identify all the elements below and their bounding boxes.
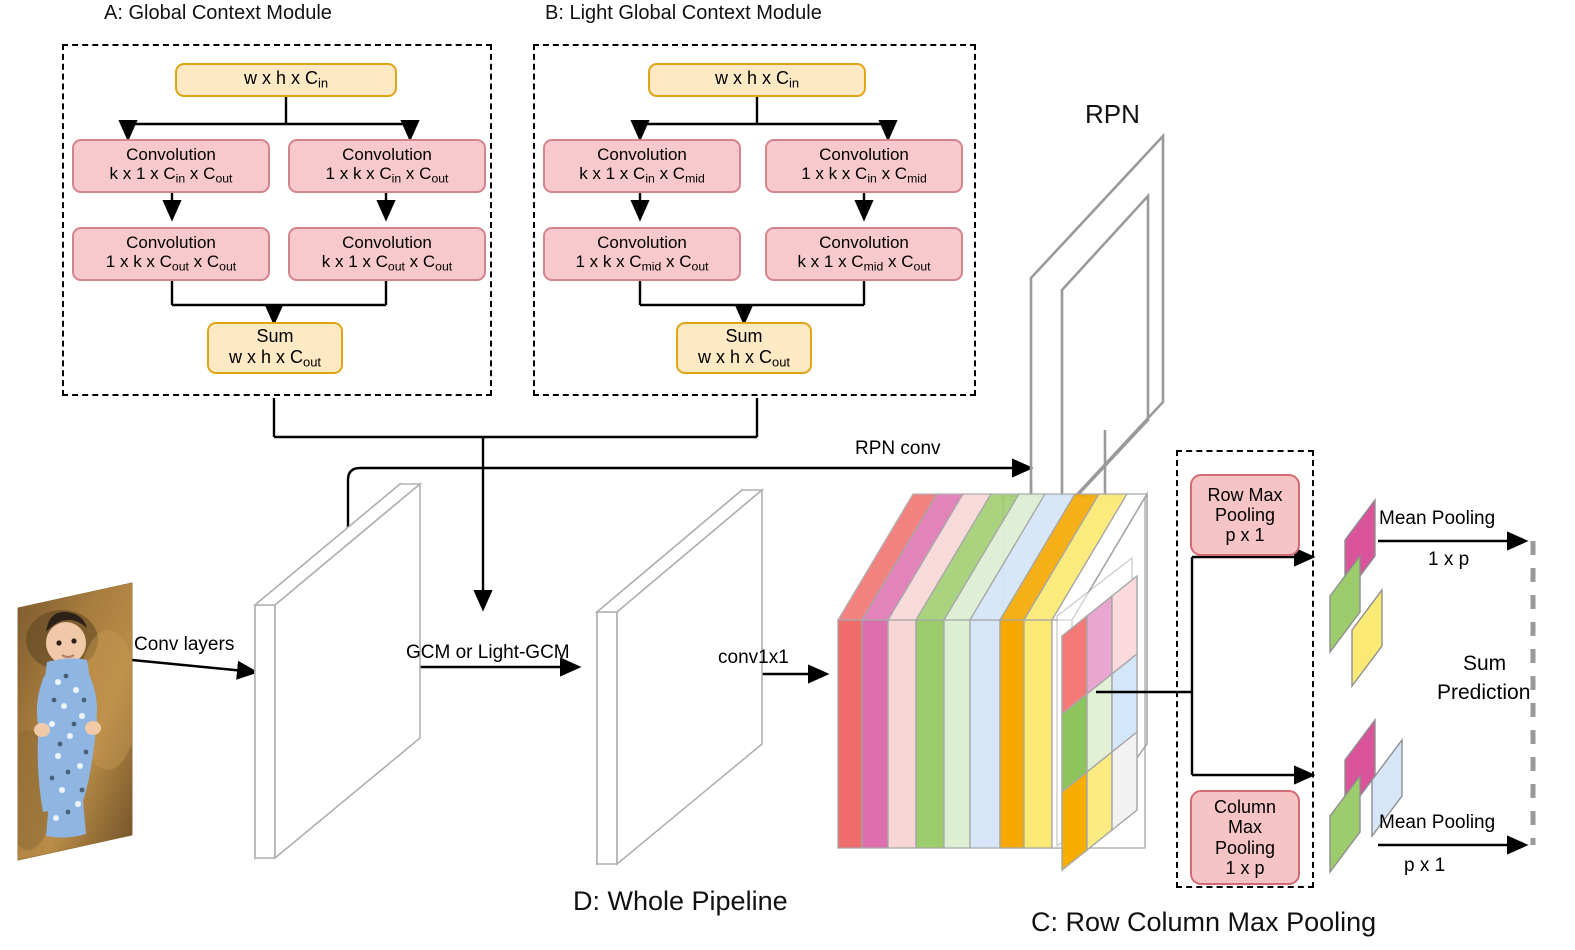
conv-title: Convolution: [126, 145, 216, 165]
panel-c-title: C: Row Column Max Pooling: [1031, 907, 1377, 937]
conv-title: Convolution: [819, 145, 909, 165]
panel-b-connectors: [630, 95, 898, 326]
conv-shape-a: k x 1 x C: [321, 252, 388, 272]
conv-shape-a: 1 x k x C: [801, 164, 868, 184]
col-max-pooling-line1: Column: [1213, 797, 1277, 818]
rpn-conv-branch: [346, 458, 1034, 667]
panel-a-input-box: w x h x Cin: [175, 63, 397, 97]
sum-prediction-line2: Prediction: [1437, 681, 1531, 704]
conv-title: Convolution: [342, 233, 432, 253]
gcm-label: GCM or Light-GCM: [406, 642, 570, 663]
panel-b-input-box: w x h x Cin: [648, 63, 866, 97]
conv-shape-a: 1 x k x C: [105, 252, 172, 272]
panel-b-conv-bottom-right: Convolution k x 1 x Cmid x Cout: [765, 227, 963, 281]
row-max-pooling-line2: Pooling: [1214, 504, 1276, 525]
conv-shape-b: x C: [188, 252, 220, 272]
sum-shape: w x h x C: [228, 346, 303, 367]
conv-title: Convolution: [342, 145, 432, 165]
row-pooling-maps: [1329, 497, 1383, 689]
conv-shape-b: x C: [661, 252, 692, 272]
conv-title: Convolution: [597, 145, 687, 165]
mean-pooling-bottom-label: Mean Pooling: [1379, 812, 1496, 833]
panel-a-conv-top-left: Convolution k x 1 x Cin x Cout: [72, 139, 270, 193]
conv-title: Convolution: [597, 233, 687, 253]
conv-shape-b: x C: [185, 164, 216, 184]
conv1x1-label: conv1x1: [718, 647, 789, 668]
col-max-pooling-line3: Pooling: [1214, 837, 1276, 858]
row-max-pooling-shape: p x 1: [1225, 525, 1265, 546]
mean-pooling-top-label: Mean Pooling: [1379, 508, 1496, 529]
conv-shape-b: x C: [401, 164, 432, 184]
row-max-pooling-line1: Row Max: [1207, 484, 1283, 505]
panel-a-conv-bottom-left: Convolution 1 x k x Cout x Cout: [72, 227, 270, 281]
panel-a-conv-top-right: Convolution 1 x k x Cin x Cout: [288, 139, 486, 193]
sum-title: Sum: [725, 326, 763, 347]
panel-a-conv-bottom-right: Convolution k x 1 x Cout x Cout: [288, 227, 486, 281]
panel-b-conv-top-left: Convolution k x 1 x Cin x Cmid: [543, 139, 741, 193]
column-pooling-maps: [1329, 717, 1403, 875]
conv-title: Convolution: [819, 233, 909, 253]
panel-a-sum-box: Sum w x h x Cout: [207, 322, 343, 374]
col-max-pooling-shape: 1 x p: [1225, 857, 1265, 878]
panel-b-input-sub: in: [788, 76, 800, 92]
feature-map-slab-1: [252, 482, 423, 860]
sum-title: Sum: [256, 326, 294, 347]
sum-prediction-line1: Sum: [1463, 652, 1507, 675]
rpn-parallelograms: [1029, 132, 1165, 548]
conv-shape-a: 1 x k x C: [325, 164, 392, 184]
conv-shape-a: k x 1 x C: [797, 252, 864, 272]
panel-a-connectors: [118, 95, 420, 326]
panel-b-sum-box: Sum w x h x Cout: [676, 322, 812, 374]
panel-a-title: A: Global Context Module: [104, 2, 332, 24]
conv-shape-b: x C: [654, 164, 686, 184]
panel-a-input-text: w x h x C: [243, 68, 318, 89]
mean-pooling-bottom-shape: p x 1: [1404, 855, 1446, 876]
mean-pooling-top-shape: 1 x p: [1428, 549, 1470, 570]
panel-b-conv-bottom-left: Convolution 1 x k x Cmid x Cout: [543, 227, 741, 281]
conv-shape-a: 1 x k x C: [575, 252, 642, 272]
panel-b-frame: [533, 44, 976, 396]
pooled-grid-3x3: [1056, 556, 1138, 872]
conv-shape-b: x C: [876, 164, 908, 184]
column-max-pooling-box: Column Max Pooling 1 x p: [1190, 790, 1300, 885]
conv-shape-a: k x 1 x C: [579, 164, 646, 184]
module-output-bus: [272, 398, 759, 612]
conv-shape-b: x C: [883, 252, 914, 272]
panel-a-frame: [62, 44, 492, 396]
row-max-pooling-box: Row Max Pooling p x 1: [1190, 474, 1300, 556]
feature-map-slab-2: [594, 488, 765, 866]
input-image-parallelogram: [17, 582, 133, 861]
panel-c-frame: [1176, 450, 1314, 888]
panel-a-input-sub: in: [317, 76, 329, 92]
col-max-pooling-line2: Max: [1227, 817, 1262, 838]
panel-b-conv-top-right: Convolution 1 x k x Cin x Cmid: [765, 139, 963, 193]
rpn-conv-label: RPN conv: [855, 438, 941, 459]
panel-b-input-text: w x h x C: [714, 68, 789, 89]
panel-b-title: B: Light Global Context Module: [545, 2, 822, 24]
conv-shape-a: k x 1 x C: [109, 164, 176, 184]
panel-d-title: D: Whole Pipeline: [573, 886, 788, 916]
rpn-label: RPN: [1085, 99, 1140, 129]
conv-layers-label: Conv layers: [134, 634, 235, 655]
mean-pooling-arrows: [1378, 531, 1529, 855]
sum-shape: w x h x C: [697, 346, 772, 367]
conv-shape-b: x C: [404, 252, 436, 272]
conv-title: Convolution: [126, 233, 216, 253]
